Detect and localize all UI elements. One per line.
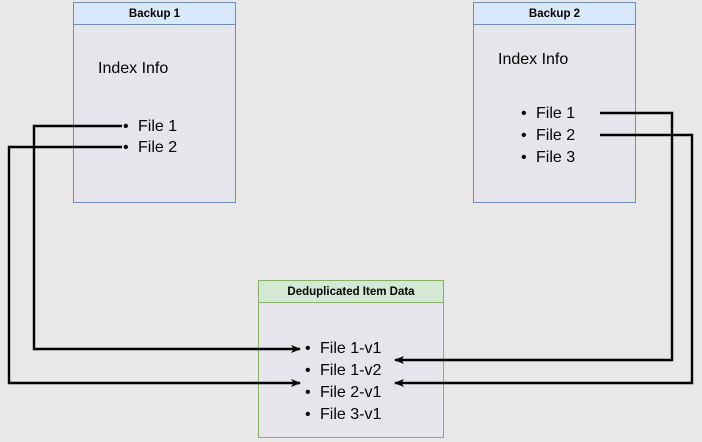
deduplicated-item-data-header: Deduplicated Item Data: [259, 281, 443, 303]
deduplicated-item-data-box[interactable]: Deduplicated Item Data File 1-v1 File 1-…: [258, 280, 444, 438]
list-item[interactable]: File 1: [521, 103, 575, 125]
list-item[interactable]: File 3: [521, 147, 575, 169]
backup-1-box[interactable]: Backup 1 Index Info File 1 File 2: [73, 2, 236, 203]
backup-1-file-list: File 1 File 2: [123, 116, 177, 158]
list-item[interactable]: File 3-v1: [305, 404, 381, 426]
backup-2-header: Backup 2: [474, 3, 635, 25]
backup-1-subtitle: Index Info: [98, 60, 169, 77]
list-item[interactable]: File 2: [521, 125, 575, 147]
backup-2-box[interactable]: Backup 2 Index Info File 1 File 2 File 3: [473, 2, 636, 203]
backup-1-header: Backup 1: [74, 3, 235, 25]
list-item[interactable]: File 2: [123, 137, 177, 158]
backup-1-header-label: Backup 1: [128, 7, 181, 20]
deduplicated-item-data-header-label: Deduplicated Item Data: [287, 285, 415, 298]
list-item[interactable]: File 2-v1: [305, 382, 381, 404]
dedup-item-list: File 1-v1 File 1-v2 File 2-v1 File 3-v1: [305, 338, 381, 426]
list-item[interactable]: File 1: [123, 116, 177, 137]
list-item[interactable]: File 1-v1: [305, 338, 381, 360]
list-item[interactable]: File 1-v2: [305, 360, 381, 382]
backup-2-subtitle: Index Info: [498, 51, 569, 68]
backup-2-header-label: Backup 2: [528, 7, 581, 20]
backup-2-file-list: File 1 File 2 File 3: [521, 103, 575, 169]
